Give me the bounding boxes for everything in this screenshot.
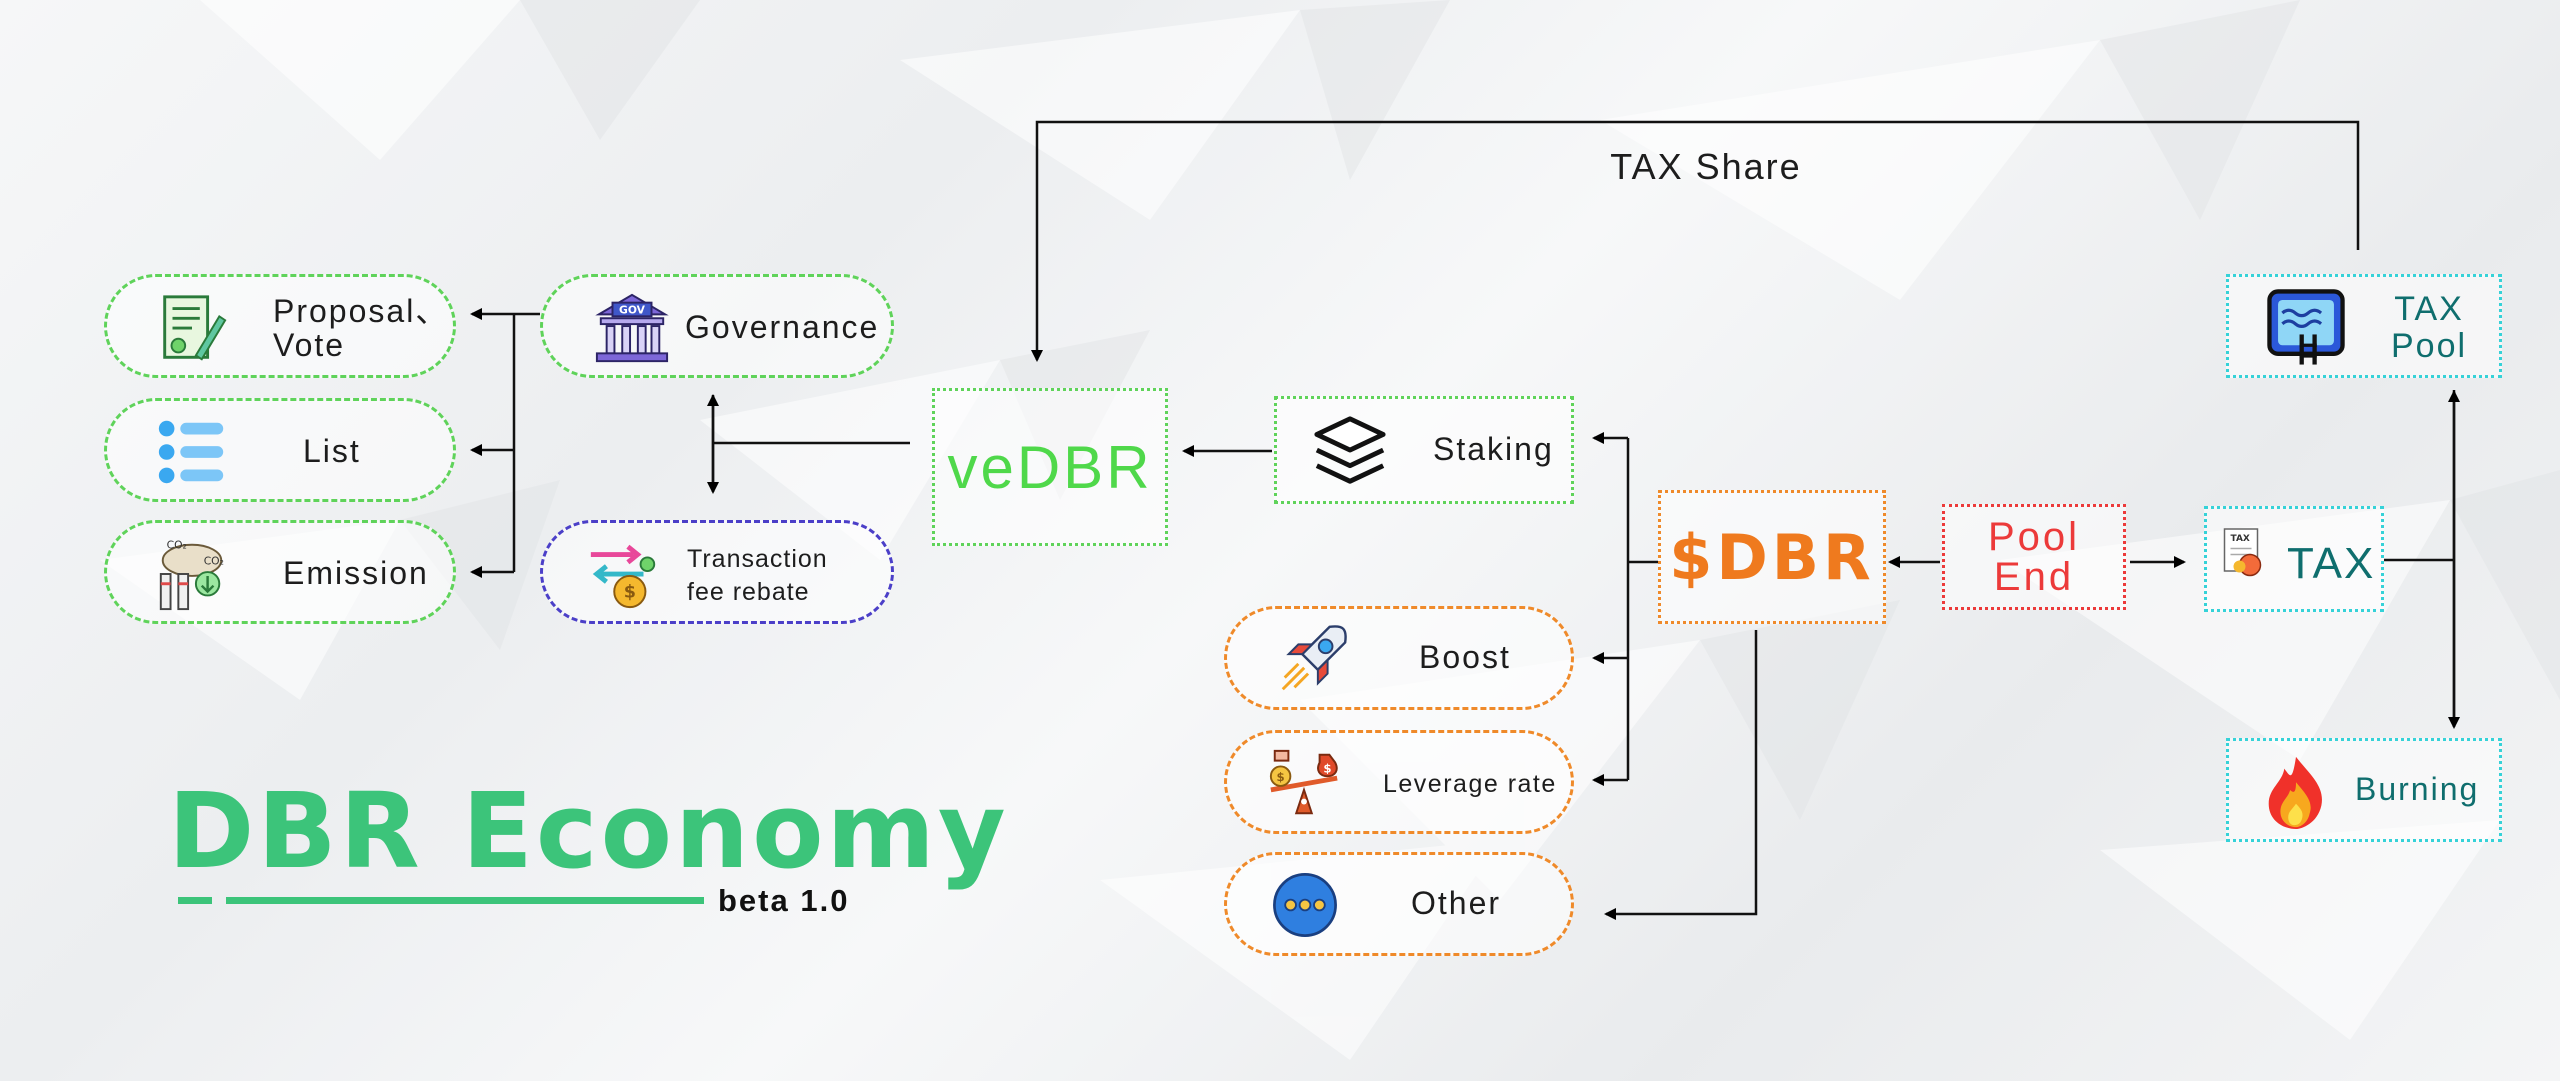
dbr-to-other-edge: [1604, 630, 1758, 920]
burning-node: Burning: [2226, 738, 2502, 842]
dbr-label: $DBR: [1669, 520, 1875, 594]
leverage-rate-node: $ $ Leverage rate: [1224, 730, 1574, 834]
vedbr-label: veDBR: [947, 433, 1153, 501]
tax-share-label: TAX Share: [1610, 146, 1801, 187]
boost-label: Boost: [1419, 639, 1511, 675]
tax-pool-label: TAX Pool: [2391, 290, 2468, 366]
flame-icon: [2268, 756, 2322, 830]
vedbr-node: veDBR: [932, 388, 1168, 546]
version-label: beta 1.0: [718, 883, 850, 918]
svg-text:GOV: GOV: [619, 303, 646, 316]
list-node: List: [104, 398, 456, 502]
coin-exchange-icon: $: [590, 544, 656, 609]
tax-receipt-icon: TAX: [2223, 528, 2262, 577]
rocket-icon: [1281, 625, 1347, 691]
other-node: Other: [1224, 852, 1574, 956]
staking-label: Staking: [1433, 431, 1554, 467]
emission-label: Emission: [283, 555, 429, 591]
svg-text:$: $: [1323, 761, 1331, 775]
leverage-rate-label: Leverage rate: [1383, 770, 1557, 798]
layers-icon: [1314, 416, 1386, 484]
svg-text:$: $: [624, 582, 636, 602]
svg-text:TAX: TAX: [2231, 534, 2250, 544]
more-dots-icon: [1273, 873, 1337, 937]
other-label: Other: [1411, 885, 1502, 921]
governance-label: Governance: [685, 309, 880, 345]
factory-co2-icon: CO₂ CO₂: [159, 539, 224, 611]
svg-text:CO₂: CO₂: [167, 539, 187, 552]
tax-pool-node: TAX Pool: [2226, 274, 2502, 378]
svg-text:$: $: [1277, 770, 1285, 784]
tax-share-edge: [1031, 120, 2360, 362]
proposal-vote-node: Proposal、 Vote: [104, 274, 456, 378]
transaction-fee-rebate-label: Transaction fee rebate: [687, 545, 828, 606]
transaction-fee-rebate-node: $ Transaction fee rebate: [540, 520, 894, 624]
title-underline-short: [178, 897, 212, 904]
page-title: DBR Economy: [168, 770, 1009, 892]
list-icon: [158, 420, 224, 484]
burning-label: Burning: [2355, 771, 2480, 807]
gov-building-icon: GOV: [595, 293, 669, 363]
pool-end-node: Pool End: [1942, 504, 2126, 610]
dbr-node: $DBR: [1658, 490, 1886, 624]
document-pen-icon: [163, 295, 227, 361]
tax-node: TAX TAX: [2204, 506, 2384, 612]
title-underline-long: [226, 897, 704, 904]
governance-node: GOV Governance: [540, 274, 894, 378]
emission-node: CO₂ CO₂ Emission: [104, 520, 456, 624]
pool-end-label: Pool End: [1987, 515, 2081, 599]
pool-icon: [2267, 289, 2345, 365]
svg-text:CO₂: CO₂: [204, 554, 224, 567]
staking-node: Staking: [1274, 396, 1574, 504]
boost-node: Boost: [1224, 606, 1574, 710]
list-label: List: [303, 433, 361, 469]
tax-label: TAX: [2287, 539, 2376, 588]
proposal-vote-label: Proposal、 Vote: [273, 293, 450, 363]
scale-money-icon: $ $: [1269, 749, 1338, 815]
